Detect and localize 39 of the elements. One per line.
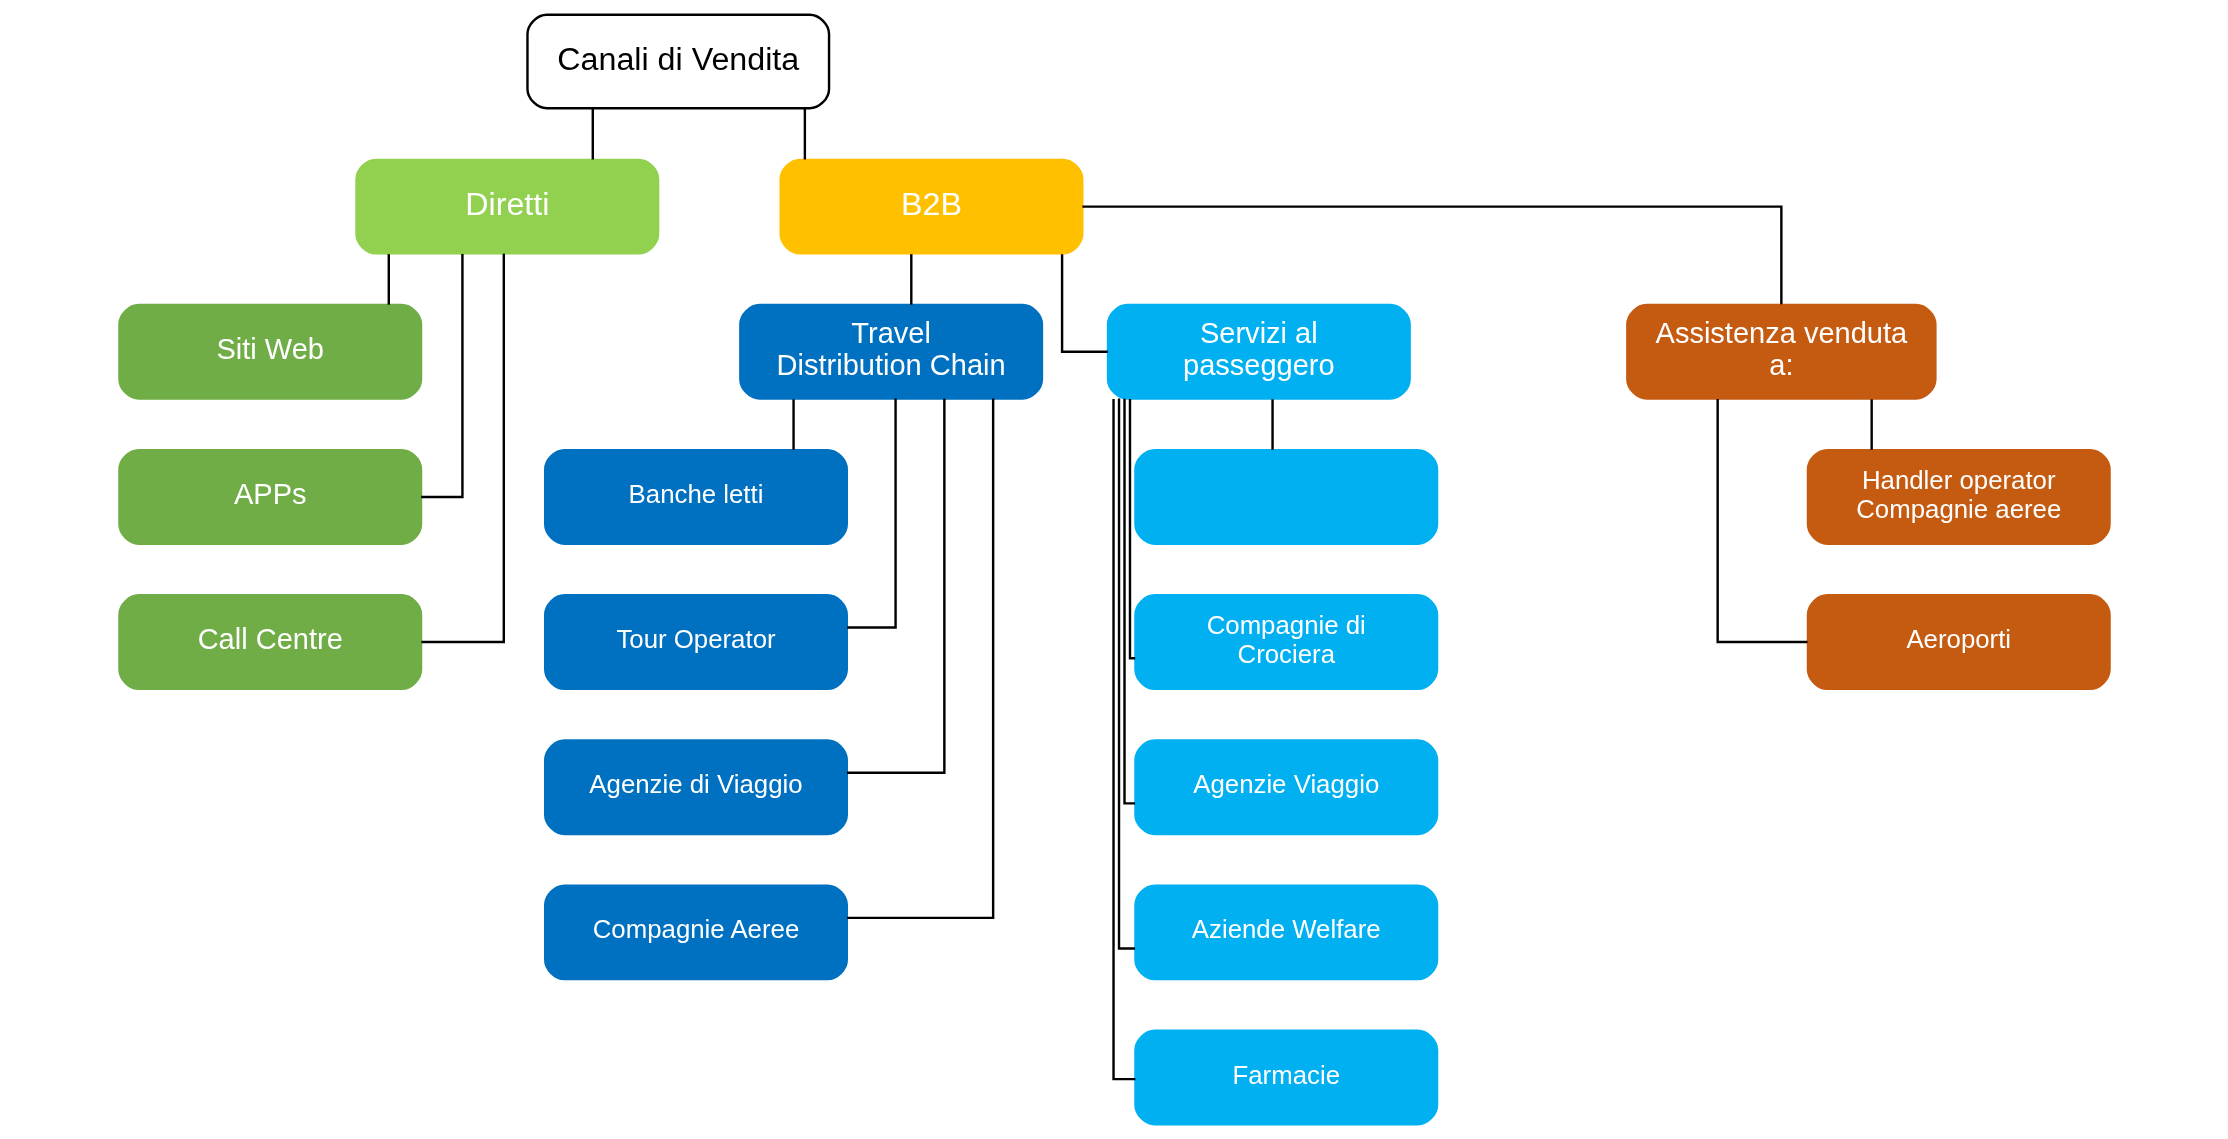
node-box: Banche letti	[543, 448, 848, 545]
node-box: Handler operator Compagnie aeree	[1806, 448, 2111, 545]
node-box: Canali di Vendita	[525, 13, 830, 110]
connector	[420, 253, 464, 499]
connector	[909, 254, 912, 305]
connector	[846, 398, 897, 629]
connector	[1060, 254, 1108, 353]
connector	[803, 109, 806, 160]
node-box: Siti Web	[117, 303, 422, 400]
connector	[387, 254, 390, 305]
node-box: Compagnie di Crociera	[1133, 594, 1438, 691]
connector	[1117, 398, 1135, 950]
node-box: Farmacie	[1133, 1029, 1438, 1126]
node-box: Diretti	[354, 158, 659, 255]
node-box: Travel Distribution Chain	[738, 303, 1043, 400]
connector	[420, 253, 505, 644]
connector	[1122, 398, 1135, 805]
connector	[1270, 399, 1274, 450]
node-box: Aeroporti	[1806, 594, 2111, 691]
connector	[1128, 399, 1135, 660]
node-box: B2B	[778, 158, 1083, 255]
node-box: Tour Operator	[543, 594, 848, 691]
connector	[1715, 399, 1807, 644]
connector	[791, 399, 795, 450]
connector	[846, 398, 994, 920]
connector	[846, 398, 946, 774]
node-box: APPs	[117, 448, 422, 545]
node-box: Agenzie Viaggio	[1133, 739, 1438, 836]
node-box: Agenzie di Viaggio	[543, 739, 848, 836]
node-box: Servizi al passeggero	[1106, 303, 1411, 400]
connector	[1081, 205, 1783, 305]
connector	[591, 109, 594, 160]
connector	[1869, 399, 1873, 450]
node-box	[1133, 448, 1438, 545]
node-box: Compagnie Aeree	[543, 884, 848, 981]
node-box: Aziende Welfare	[1133, 884, 1438, 981]
node-box: Call Centre	[117, 594, 422, 691]
node-box: Assistenza venduta a:	[1625, 303, 1937, 400]
connector	[1111, 398, 1135, 1081]
